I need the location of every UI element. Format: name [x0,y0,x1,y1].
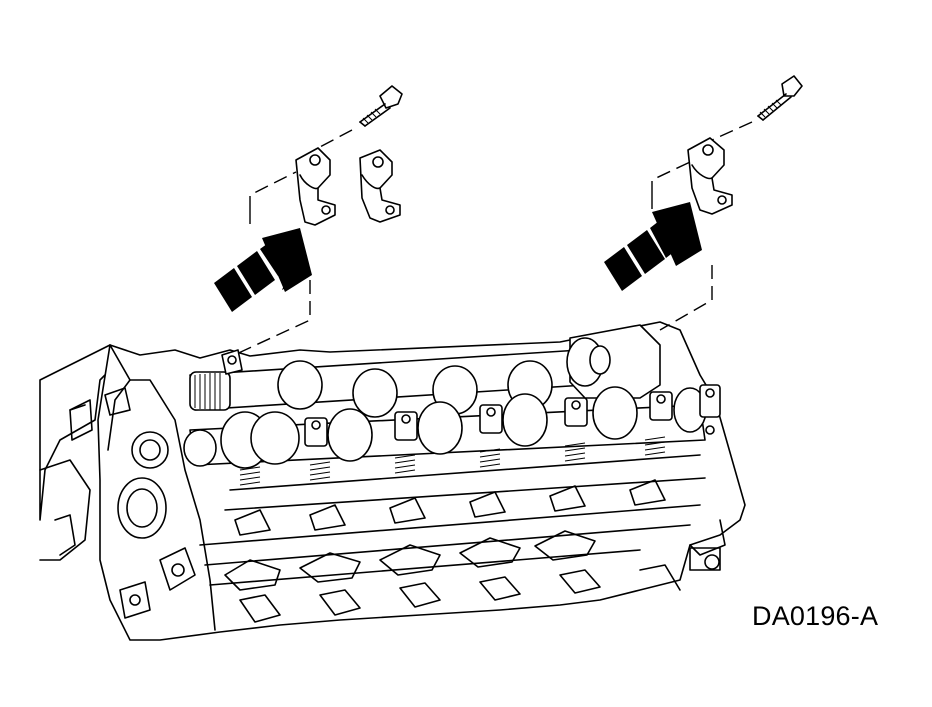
left-bearing-cap-pair [295,147,401,226]
cylinder-head [39,321,746,641]
bolt-icon [359,85,403,127]
triple-bar-arrow-icon [604,202,702,291]
triple-bar-arrow-icon [214,228,312,312]
valve-springs [239,436,666,486]
figure-code-label: DA0196-A [752,601,879,631]
right-bearing-cap [687,137,733,215]
installed-bearing-caps [304,384,721,447]
bolt-icon [757,75,803,121]
